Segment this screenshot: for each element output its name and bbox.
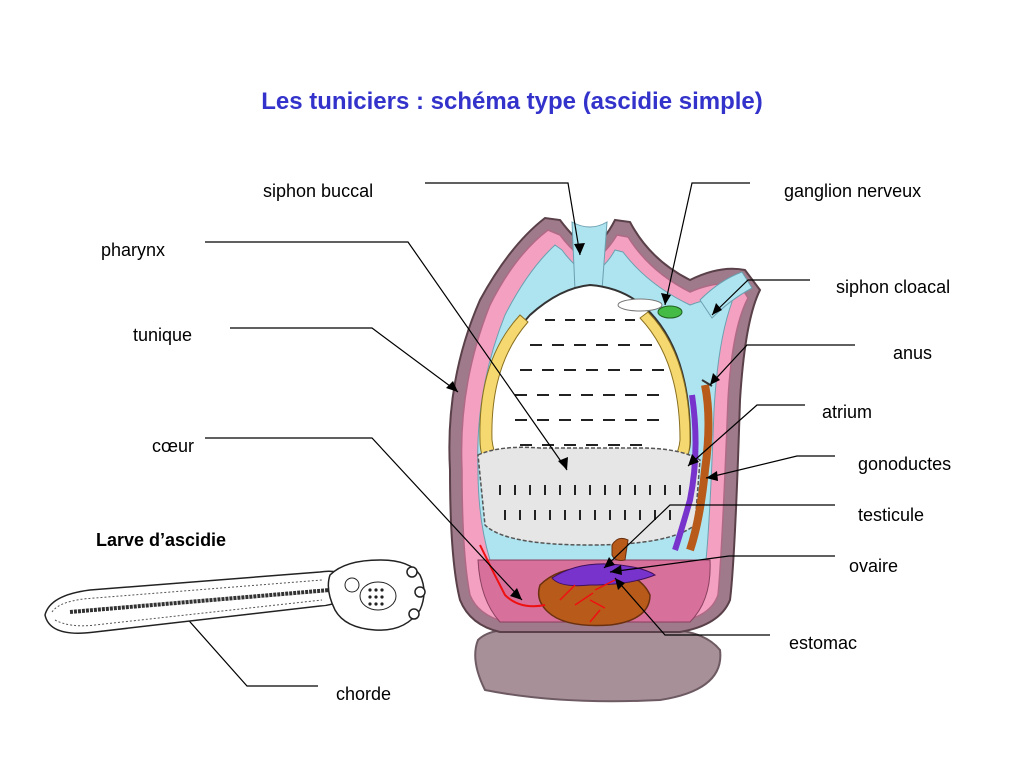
heart-vessels [559, 579, 616, 623]
intestine [686, 384, 713, 552]
larva-drawing [44, 559, 426, 634]
label-testicule: testicule [858, 505, 925, 525]
buccal-siphon [571, 221, 608, 291]
larva-sensory-vesicle [344, 577, 360, 593]
label-coeur: cœur [152, 436, 194, 456]
larva-chorde [69, 588, 331, 614]
larva-tail-fin [51, 579, 323, 627]
gill-slits [499, 319, 681, 520]
gonoduct [672, 394, 699, 551]
slide-title: Les tuniciers : schéma type (ascidie sim… [261, 88, 763, 115]
larva-papilla-3 [408, 608, 420, 620]
larva-gill-dots [368, 588, 384, 606]
label-ovaire: ovaire [849, 556, 899, 576]
esophagus [611, 537, 629, 561]
ganglion [657, 305, 683, 319]
label-gonoductes: gonoductes [858, 454, 952, 474]
label-ganglion-nerveux: ganglion nerveux [784, 181, 922, 201]
pharynx-lower [477, 446, 701, 546]
label-tunique: tunique [133, 325, 193, 345]
larva-tail [44, 570, 351, 634]
label-chorde: chorde [336, 684, 392, 704]
label-siphon-cloacal: siphon cloacal [836, 277, 951, 297]
label-atrium: atrium [822, 402, 873, 422]
label-estomac: estomac [789, 633, 858, 653]
larva-papilla-2 [414, 586, 426, 598]
heart [479, 544, 546, 608]
label-pharynx: pharynx [101, 240, 166, 260]
label-anus: anus [893, 343, 933, 363]
label-larve-ascidie: Larve d’ascidie [96, 530, 227, 550]
larva-pharynx [359, 581, 397, 611]
base-attachment [474, 628, 722, 703]
larva-papilla-1 [406, 566, 418, 578]
label-siphon-buccal: siphon buccal [263, 181, 374, 201]
leader-lines [174, 182, 855, 687]
neural-gland [617, 298, 663, 312]
